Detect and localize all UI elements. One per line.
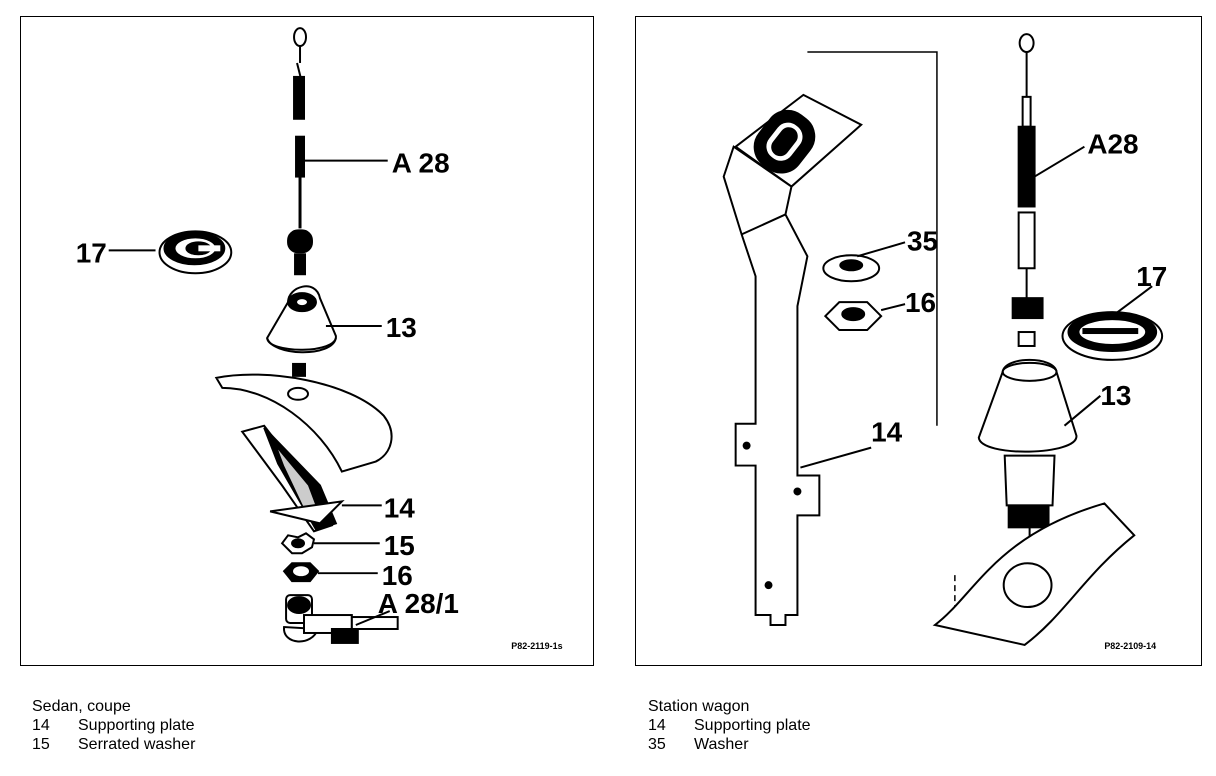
supporting-plate-14 bbox=[240, 424, 345, 533]
legend-label: Serrated washer bbox=[78, 736, 196, 753]
callout-13: 13 bbox=[386, 312, 417, 343]
callout-14: 14 bbox=[384, 492, 416, 523]
cone-13 bbox=[266, 285, 337, 354]
nut-16 bbox=[282, 562, 320, 583]
station-wagon-exploded-view: A28 35 16 17 13 14 P82-2109-14 bbox=[722, 33, 1167, 651]
legend-sedan: Sedan, coupe 14 Supporting plate 15 Serr… bbox=[32, 697, 195, 754]
supporting-plate-14-wagon bbox=[722, 93, 863, 626]
figure-reference-wagon: P82-2109-14 bbox=[1104, 641, 1156, 651]
legend-label: Supporting plate bbox=[694, 717, 811, 734]
cone-13-wagon bbox=[977, 358, 1078, 576]
body-panel-wagon bbox=[932, 502, 1136, 646]
callout-35: 35 bbox=[907, 225, 938, 256]
legend-item: 35 Washer bbox=[648, 735, 811, 754]
figure-reference: P82-2119-1s bbox=[511, 641, 562, 651]
callout-13-wagon: 13 bbox=[1100, 380, 1131, 411]
legend-number: 35 bbox=[648, 736, 666, 753]
legend-item: 15 Serrated washer bbox=[32, 735, 195, 754]
callout-17-wagon: 17 bbox=[1136, 261, 1167, 292]
connector-a28-1 bbox=[283, 594, 399, 644]
cap-17-wagon bbox=[1061, 311, 1164, 361]
legend-label: Supporting plate bbox=[78, 717, 195, 734]
callout-16: 16 bbox=[382, 560, 413, 591]
washer-35 bbox=[822, 254, 881, 283]
legend-item: 14 Supporting plate bbox=[648, 716, 811, 735]
serrated-washer-15 bbox=[280, 532, 316, 555]
legend-label: Washer bbox=[694, 736, 749, 753]
legend-title: Station wagon bbox=[648, 698, 750, 715]
nut-16-wagon bbox=[823, 301, 883, 332]
callout-a28-1: A 28/1 bbox=[378, 588, 459, 619]
diagram-panel-station-wagon: A28 35 16 17 13 14 P82-2109-14 bbox=[635, 16, 1202, 666]
legend-title: Sedan, coupe bbox=[32, 698, 131, 715]
antenna-mast-a28-wagon bbox=[1011, 33, 1044, 347]
callout-15: 15 bbox=[384, 530, 415, 561]
callout-14-wagon: 14 bbox=[871, 417, 903, 448]
legend-station-wagon: Station wagon 14 Supporting plate 35 Was… bbox=[648, 697, 811, 754]
diagram-panel-sedan: A 28 17 13 14 15 16 A 28/1 P82-2119-1s bbox=[20, 16, 594, 666]
callout-17: 17 bbox=[76, 237, 107, 268]
body-panel bbox=[214, 373, 393, 473]
callout-16-wagon: 16 bbox=[905, 287, 936, 318]
legend-number: 15 bbox=[32, 736, 50, 753]
callout-a28: A 28 bbox=[392, 148, 450, 179]
legend-number: 14 bbox=[32, 717, 50, 734]
callout-a28-wagon: A28 bbox=[1087, 129, 1138, 160]
legend-number: 14 bbox=[648, 717, 666, 734]
sedan-exploded-view: A 28 17 13 14 15 16 A 28/1 P82-2119-1s bbox=[76, 27, 563, 651]
cap-17 bbox=[158, 230, 233, 275]
antenna-mast-a28 bbox=[287, 27, 313, 276]
legend-item: 14 Supporting plate bbox=[32, 716, 195, 735]
